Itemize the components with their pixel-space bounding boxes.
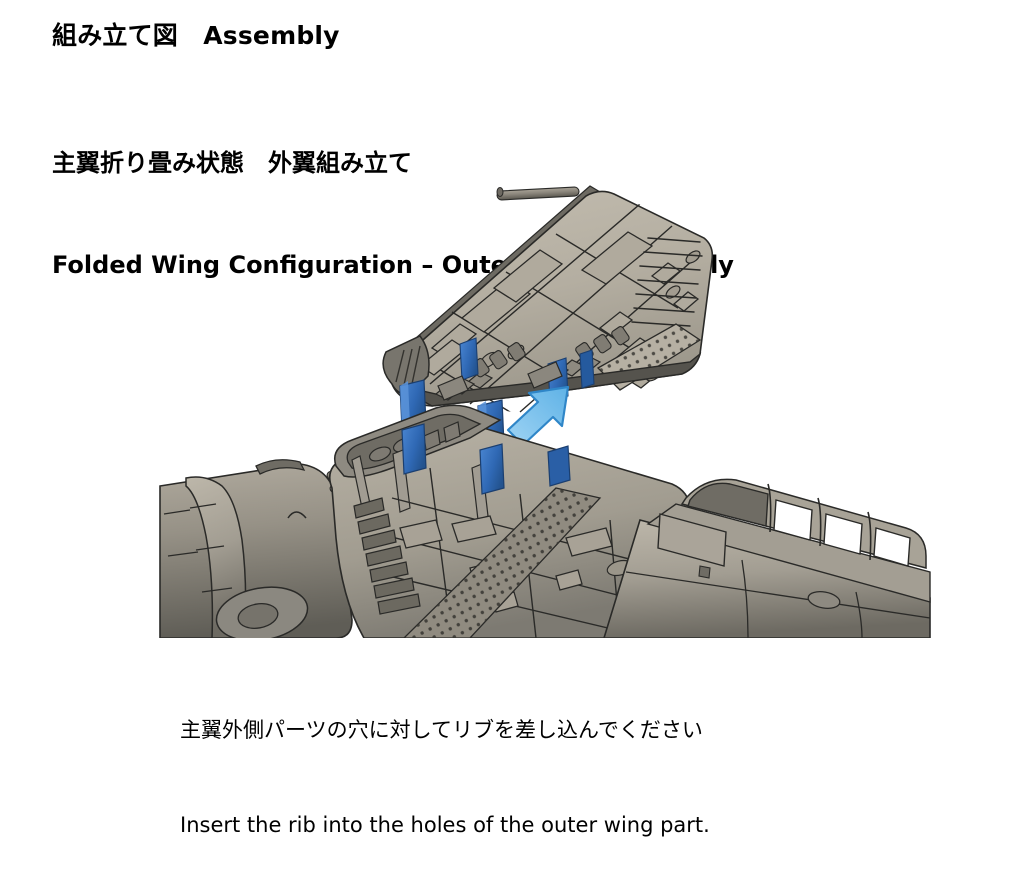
outer-wing-panel [382,185,714,419]
rear-fuselage [603,478,931,638]
headrest-block [687,482,769,527]
assembly-cad-render [159,185,931,638]
root-spar-sawtooth [353,497,421,615]
fuselage-top-fairing [255,459,306,475]
outer-wing-mount-lugs [437,361,563,401]
assembly-illustration [0,168,1024,638]
page-subtitle-japanese: 主翼折り畳み状態 外翼組み立て [52,149,412,178]
rib-tabs-lower [401,423,571,495]
caption-japanese: 主翼外側パーツの穴に対してリブを差し込んでください [180,718,703,742]
rib-posts [351,449,489,521]
caption-english: Insert the rib into the holes of the out… [180,812,710,837]
pitot-tube [496,186,580,201]
wing-tip-slots [631,237,703,327]
spinner-hub [237,603,279,629]
fuselage-handle [287,511,307,519]
inner-wing-stub [328,404,691,638]
fuselage [159,459,353,638]
step-recess [807,590,841,610]
instruction-caption: 主翼外側パーツの穴に対してリブを差し込んでください Insert the rib… [180,652,710,873]
assembly-direction-arrow [506,385,570,447]
outer-wing-root-edge [391,352,702,407]
small-vent [698,565,711,579]
page-title: 組み立て図 Assembly [52,21,340,50]
fuselage-side-hatch [657,513,727,567]
outer-wing-access-hatches [418,231,700,389]
rear-fuselage-panel-lines [625,559,931,638]
canopy-framing [680,478,927,569]
wing-walkway-rivets [403,487,602,638]
lower-assembly [159,404,931,638]
rib-post-2 [392,449,411,513]
